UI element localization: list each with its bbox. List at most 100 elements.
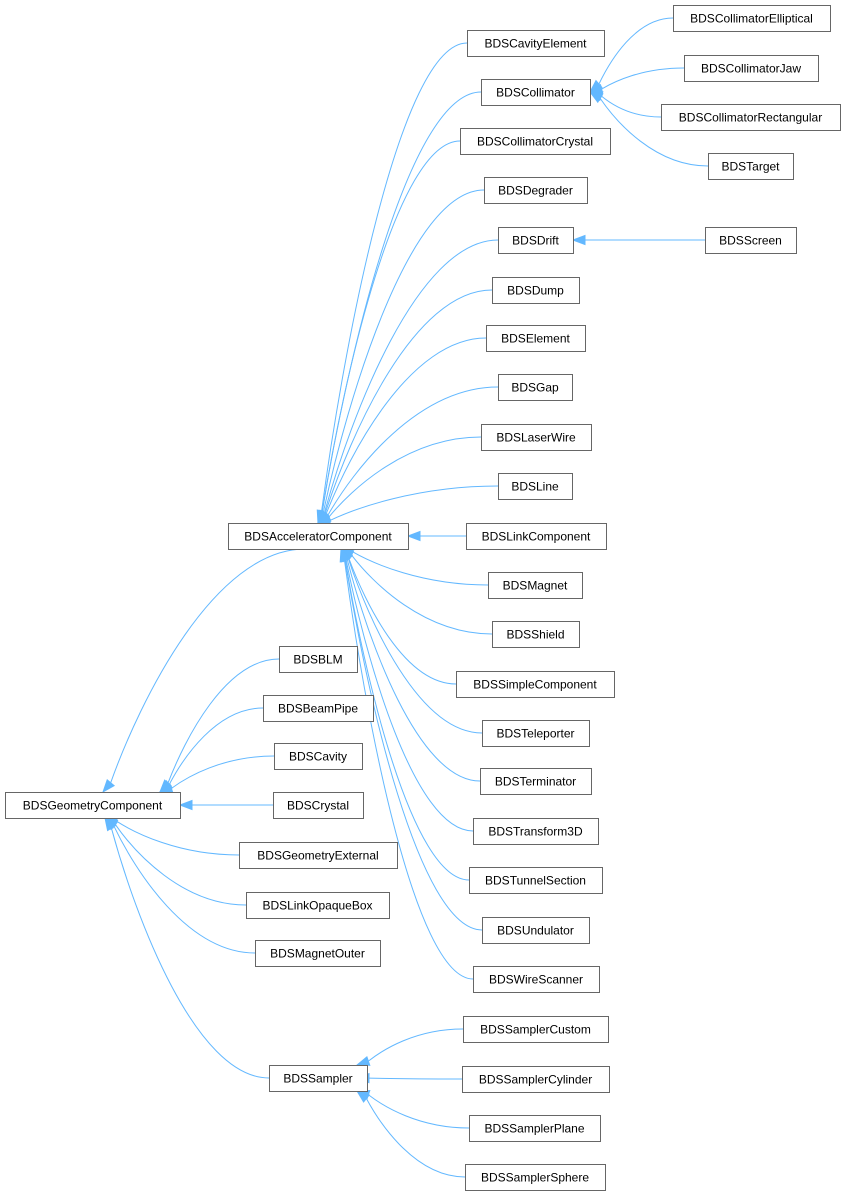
node-label-collimator-rectangular: BDSCollimatorRectangular (679, 111, 822, 125)
node-label-magnet: BDSMagnet (503, 579, 568, 593)
node-box-collimator-rectangular[interactable] (661, 104, 841, 131)
node-box-shield[interactable] (492, 621, 580, 648)
node-link-opaque-box[interactable]: BDSLinkOpaqueBox (246, 892, 390, 919)
edge-link_opaque_box-to-geometry_component (114, 824, 247, 906)
node-sampler-plane[interactable]: BDSSamplerPlane (469, 1115, 601, 1142)
edge-sampler_sphere-to-sampler (365, 1098, 466, 1178)
node-target[interactable]: BDSTarget (708, 153, 794, 180)
node-box-sampler-cylinder[interactable] (462, 1066, 610, 1093)
node-box-wire-scanner[interactable] (473, 966, 600, 993)
node-sampler-custom[interactable]: BDSSamplerCustom (463, 1016, 609, 1043)
node-collimator-jaw[interactable]: BDSCollimatorJaw (684, 55, 819, 82)
edge-geometry_external-to-geometry_component (116, 820, 240, 856)
node-box-tunnel-section[interactable] (469, 867, 603, 894)
edge-sampler_plane-to-sampler (368, 1094, 470, 1129)
node-magnet-outer[interactable]: BDSMagnetOuter (255, 940, 381, 967)
node-box-sampler-sphere[interactable] (465, 1164, 606, 1191)
node-geometry-external[interactable]: BDSGeometryExternal (239, 842, 398, 869)
node-box-simple-component[interactable] (456, 671, 615, 698)
node-element[interactable]: BDSElement (486, 325, 586, 352)
node-label-sampler-cylinder: BDSSamplerCylinder (479, 1073, 592, 1087)
node-label-collimator-elliptical: BDSCollimatorElliptical (690, 12, 813, 26)
node-box-accelerator-component[interactable] (228, 523, 409, 550)
node-label-undulator: BDSUndulator (497, 924, 574, 938)
node-box-line[interactable] (498, 473, 573, 500)
node-box-degrader[interactable] (484, 177, 588, 204)
node-collimator-rectangular[interactable]: BDSCollimatorRectangular (661, 104, 841, 131)
node-label-sampler-sphere: BDSSamplerSphere (481, 1171, 589, 1185)
node-magnet[interactable]: BDSMagnet (488, 572, 583, 599)
node-box-dump[interactable] (492, 277, 580, 304)
node-cavity[interactable]: BDSCavity (274, 743, 363, 770)
node-beam-pipe[interactable]: BDSBeamPipe (263, 695, 374, 722)
node-shield[interactable]: BDSShield (492, 621, 580, 648)
node-gap[interactable]: BDSGap (498, 374, 573, 401)
node-transform3d[interactable]: BDSTransform3D (473, 818, 599, 845)
edge-magnet_outer-to-geometry_component (113, 825, 256, 954)
node-collimator-crystal[interactable]: BDSCollimatorCrystal (460, 128, 611, 155)
node-box-beam-pipe[interactable] (263, 695, 374, 722)
node-wire-scanner[interactable]: BDSWireScanner (473, 966, 600, 993)
node-box-collimator[interactable] (481, 79, 591, 106)
node-box-sampler[interactable] (269, 1065, 368, 1092)
node-box-drift[interactable] (498, 227, 574, 254)
node-box-magnet-outer[interactable] (255, 940, 381, 967)
node-accelerator-component[interactable]: BDSAcceleratorComponent (228, 523, 409, 550)
node-label-cavity: BDSCavity (289, 750, 347, 764)
node-box-crystal[interactable] (273, 792, 364, 819)
node-label-geometry-component: BDSGeometryComponent (23, 799, 163, 813)
node-link-component[interactable]: BDSLinkComponent (466, 523, 607, 550)
node-laser-wire[interactable]: BDSLaserWire (481, 424, 592, 451)
node-box-collimator-jaw[interactable] (684, 55, 819, 82)
node-collimator[interactable]: BDSCollimator (481, 79, 591, 106)
node-geometry-component[interactable]: BDSGeometryComponent (5, 792, 181, 819)
node-box-link-opaque-box[interactable] (246, 892, 390, 919)
node-cavity-element[interactable]: BDSCavityElement (467, 30, 605, 57)
node-box-terminator[interactable] (480, 768, 592, 795)
node-crystal[interactable]: BDSCrystal (273, 792, 364, 819)
node-sampler-sphere[interactable]: BDSSamplerSphere (465, 1164, 606, 1191)
node-box-cavity[interactable] (274, 743, 363, 770)
node-line[interactable]: BDSLine (498, 473, 573, 500)
node-terminator[interactable]: BDSTerminator (480, 768, 592, 795)
edge-gap-to-accelerator_component (327, 386, 499, 517)
node-box-sampler-plane[interactable] (469, 1115, 601, 1142)
node-box-link-component[interactable] (466, 523, 607, 550)
node-box-geometry-external[interactable] (239, 842, 398, 869)
node-box-magnet[interactable] (488, 572, 583, 599)
node-sampler[interactable]: BDSSampler (269, 1065, 368, 1092)
node-box-geometry-component[interactable] (5, 792, 181, 819)
node-simple-component[interactable]: BDSSimpleComponent (456, 671, 615, 698)
arrowhead-screen-to-drift (571, 234, 586, 246)
node-screen[interactable]: BDSScreen (705, 227, 797, 254)
edge-cavity-to-geometry_component (171, 755, 275, 789)
edge-collimator_rectangular-to-collimator (601, 95, 662, 118)
node-tunnel-section[interactable]: BDSTunnelSection (469, 867, 603, 894)
node-blm[interactable]: BDSBLM (279, 646, 358, 673)
node-box-undulator[interactable] (482, 917, 590, 944)
edge-target-to-collimator (599, 98, 709, 167)
node-teleporter[interactable]: BDSTeleporter (482, 720, 590, 747)
edge-terminator-to-accelerator_component (346, 559, 481, 782)
node-box-element[interactable] (486, 325, 586, 352)
node-label-crystal: BDSCrystal (287, 799, 349, 813)
node-box-sampler-custom[interactable] (463, 1016, 609, 1043)
node-box-collimator-crystal[interactable] (460, 128, 611, 155)
node-undulator[interactable]: BDSUndulator (482, 917, 590, 944)
node-box-gap[interactable] (498, 374, 573, 401)
node-box-transform3d[interactable] (473, 818, 599, 845)
node-box-collimator-elliptical[interactable] (673, 5, 831, 32)
node-sampler-cylinder[interactable]: BDSSamplerCylinder (462, 1066, 610, 1093)
node-label-tunnel-section: BDSTunnelSection (485, 874, 586, 888)
node-drift[interactable]: BDSDrift (498, 227, 574, 254)
node-box-target[interactable] (708, 153, 794, 180)
node-collimator-elliptical[interactable]: BDSCollimatorElliptical (673, 5, 831, 32)
node-box-screen[interactable] (705, 227, 797, 254)
node-box-teleporter[interactable] (482, 720, 590, 747)
node-box-blm[interactable] (279, 646, 358, 673)
node-box-laser-wire[interactable] (481, 424, 592, 451)
node-box-cavity-element[interactable] (467, 30, 605, 57)
node-dump[interactable]: BDSDump (492, 277, 580, 304)
edge-drift-to-accelerator_component (323, 239, 499, 514)
node-degrader[interactable]: BDSDegrader (484, 177, 588, 204)
